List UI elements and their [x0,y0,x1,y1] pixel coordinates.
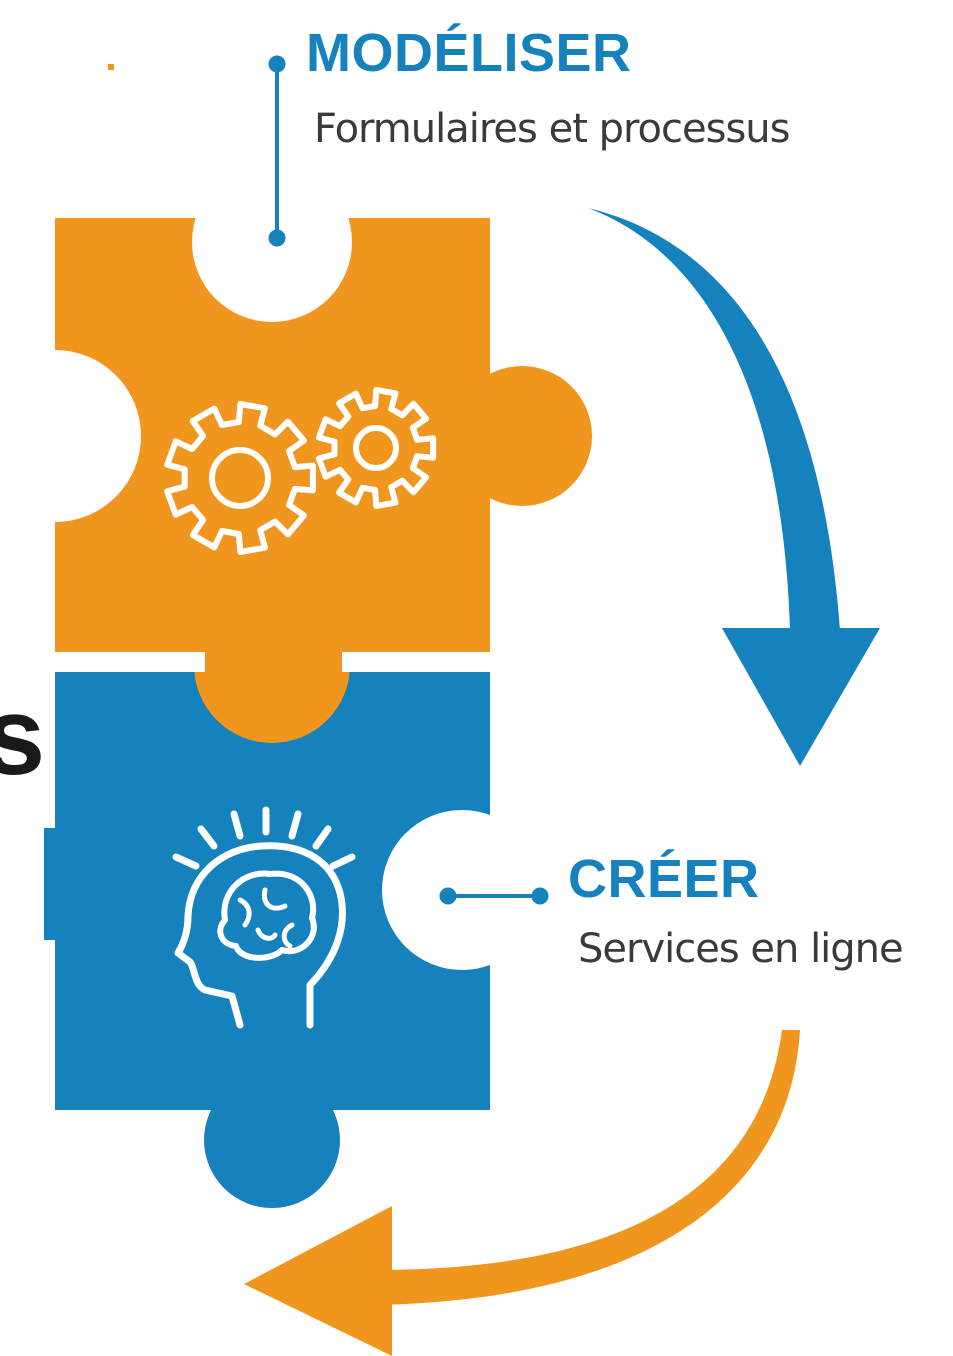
cropped-edge-glyph: s [0,675,45,798]
step-subtitle-model: Formulaires et processus [314,106,790,152]
gear-small-outline [315,387,437,509]
step-title-create: CRÉER [568,849,760,909]
connector-model [268,55,286,247]
gears-icon [164,387,437,555]
gear-large-outline [164,401,316,555]
piece-divider-right [342,652,490,672]
piece-divider [55,652,205,672]
connector-create [439,887,549,905]
step-subtitle-create: Services en ligne [578,926,904,972]
arrow-back-orange [244,1030,800,1356]
brain-head-icon [172,806,356,1029]
arrow-down-blue [588,208,880,766]
puzzle-piece-create [44,672,542,1208]
step-title-model: MODÉLISER [306,23,632,83]
orange-spec [108,64,114,70]
